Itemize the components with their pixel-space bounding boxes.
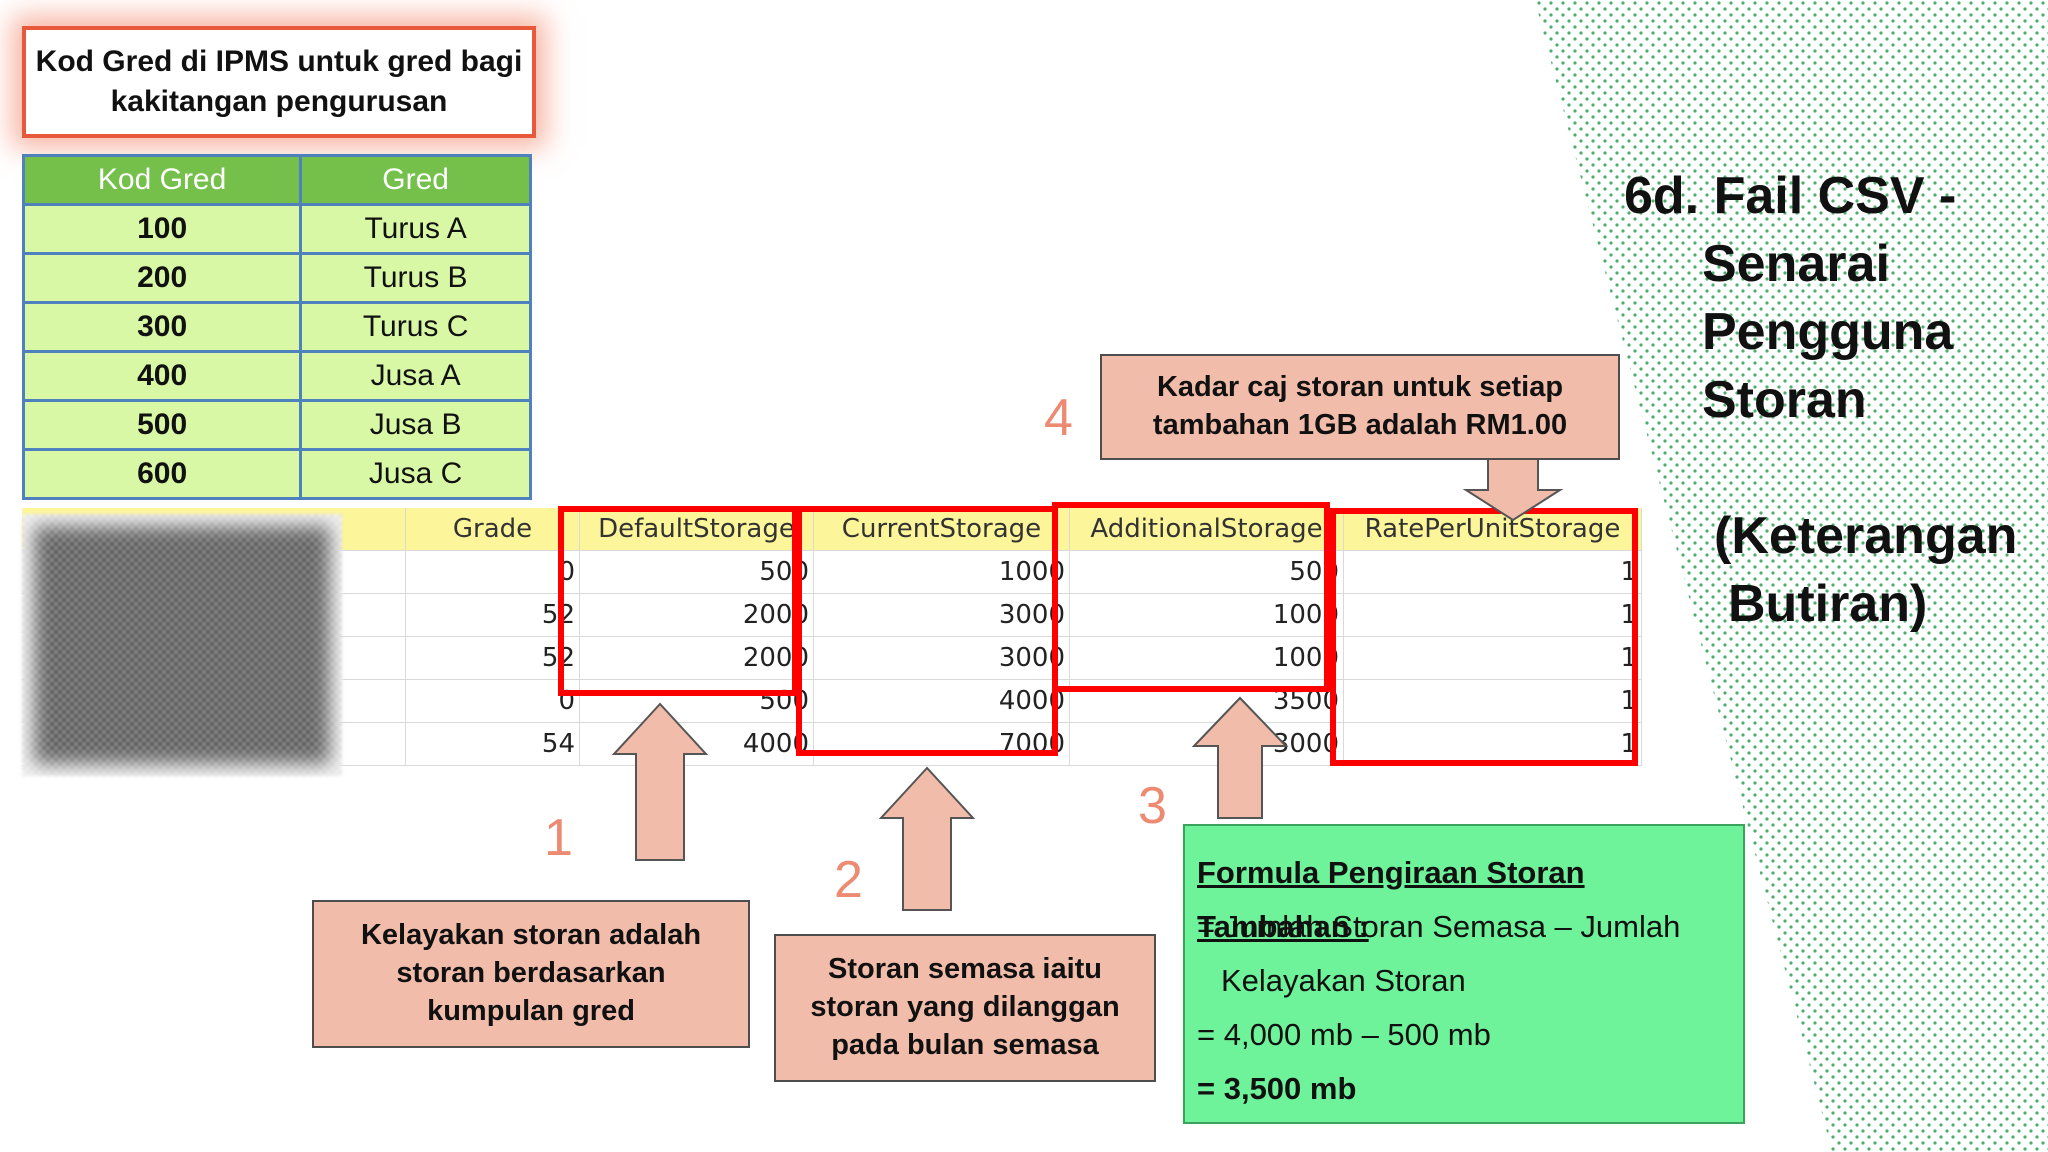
header-kod-gred: Kod Gred	[21, 154, 303, 206]
step-number-4: 4	[1044, 389, 1073, 447]
callout-current-storage: Storan semasa iaitu storan yang dilangga…	[774, 934, 1156, 1082]
gred-cell: Turus C	[299, 301, 532, 353]
callout-text-line: storan berdasarkan	[396, 957, 666, 990]
formula-title: Formula Pengiraan Storan Tambahan :	[1197, 855, 1585, 944]
grade-cell: 0	[406, 551, 580, 593]
step-number-3: 3	[1138, 777, 1167, 835]
gred-cell: Jusa B	[299, 399, 532, 451]
formula-line: = Jumlah Storan Semasa – Jumlah	[1197, 909, 1681, 944]
callout-rate-charge: Kadar caj storan untuk setiap tambahan 1…	[1100, 354, 1620, 460]
default-storage-cell: 4000	[580, 723, 814, 765]
formula-line: Kelayakan Storan	[1221, 963, 1466, 998]
gred-cell: Turus A	[299, 203, 532, 255]
formula-line: = 4,000 mb – 500 mb	[1197, 1017, 1491, 1052]
title-line-2: kakitangan pengurusan	[110, 85, 448, 118]
highlight-default-storage	[558, 506, 798, 696]
grade-cell: 52	[406, 594, 580, 636]
redacted-name-column	[22, 514, 342, 776]
grade-cell: 52	[406, 637, 580, 679]
grade-cell: 0	[406, 680, 580, 722]
callout-text-line: Kadar caj storan untuk setiap	[1156, 371, 1564, 404]
kod-cell: 400	[21, 350, 303, 402]
kod-cell: 200	[21, 252, 303, 304]
callout-text-line: Kelayakan storan adalah	[360, 919, 702, 952]
header-additional-storage: AdditionalStorage	[1070, 508, 1344, 550]
kod-cell: 300	[21, 301, 303, 353]
slide-title-line-1: 6d. Fail CSV -	[1624, 167, 1957, 225]
spreadsheet-header-row: Grade DefaultStorage CurrentStorage Addi…	[22, 508, 1642, 551]
kod-cell: 600	[21, 448, 303, 500]
additional-storage-cell: 3000	[1070, 723, 1344, 765]
step-number-2: 2	[834, 851, 863, 909]
slide-title-line-2: Senarai	[1702, 235, 1890, 293]
step-number-1: 1	[544, 809, 573, 867]
table-header-row: Kod Gred Gred	[21, 154, 532, 206]
callout-text-line: pada bulan semasa	[831, 1028, 1099, 1061]
header-default-storage: DefaultStorage	[580, 508, 814, 550]
slide-subtitle-line-2: Butiran)	[1728, 575, 1928, 633]
slide-subtitle-line-1: (Keterangan	[1714, 507, 2018, 565]
header-gred: Gred	[299, 154, 532, 206]
callout-text-line: tambahan 1GB adalah RM1.00	[1152, 409, 1568, 441]
header-current-storage: CurrentStorage	[814, 508, 1070, 550]
callout-default-storage: Kelayakan storan adalah storan berdasark…	[312, 900, 750, 1048]
callout-text-line: storan yang dilanggan	[810, 991, 1120, 1024]
gred-cell: Jusa C	[299, 448, 532, 500]
highlight-current-storage	[796, 506, 1058, 756]
highlight-rate-per-unit-storage	[1330, 508, 1638, 766]
grade-code-title-box: Kod Gred di IPMS untuk gred bagi kakitan…	[22, 26, 536, 138]
callout-text-line: kumpulan gred	[427, 994, 635, 1027]
grade-cell: 54	[406, 723, 580, 765]
slide-title-line-4: Storan	[1702, 371, 1867, 429]
title-line-1: Kod Gred di IPMS untuk gred bagi	[35, 44, 523, 78]
header-grade: Grade	[406, 508, 580, 550]
formula-box: Formula Pengiraan Storan Tambahan : = Ju…	[1183, 824, 1745, 1124]
callout-text-line: Storan semasa iaitu	[828, 953, 1102, 986]
gred-cell: Jusa A	[299, 350, 532, 402]
kod-cell: 100	[21, 203, 303, 255]
slide-title-line-3: Pengguna	[1702, 303, 1954, 361]
formula-result: = 3,500 mb	[1197, 1071, 1357, 1106]
highlight-additional-storage	[1052, 502, 1330, 692]
kod-cell: 500	[21, 399, 303, 451]
gred-cell: Turus B	[299, 252, 532, 304]
